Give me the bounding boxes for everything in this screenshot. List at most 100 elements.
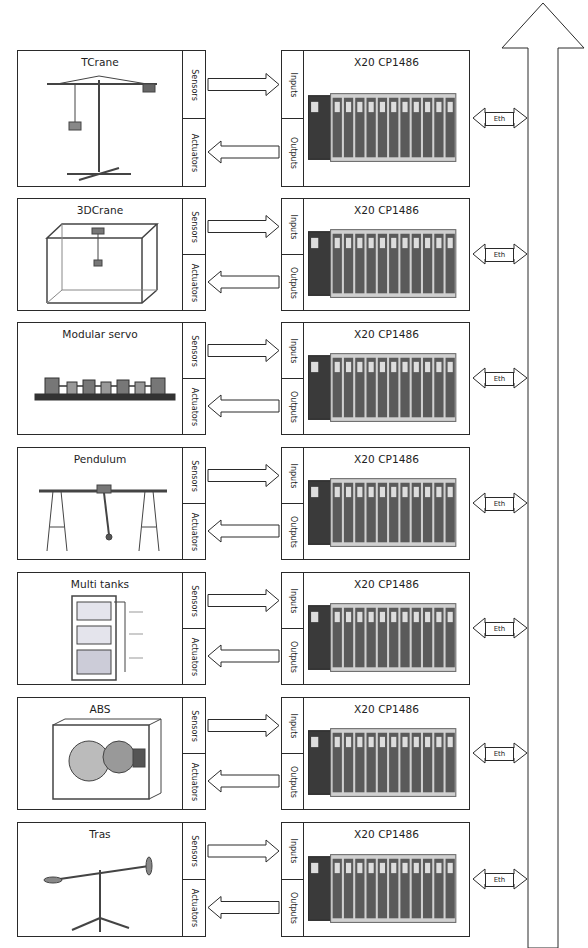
frame bbox=[53, 725, 149, 799]
sensor-strip: Sensors bbox=[182, 199, 205, 254]
strip-label: Sensors bbox=[189, 710, 199, 742]
strip-label: Inputs bbox=[288, 214, 298, 239]
controller-box: X20 CP1486InputsOutputs bbox=[281, 322, 470, 435]
plc-picture bbox=[308, 354, 456, 422]
strip-label: Outputs bbox=[288, 641, 298, 673]
strip-label: Sensors bbox=[189, 835, 199, 867]
module bbox=[83, 380, 95, 394]
frame-bottom bbox=[47, 290, 157, 303]
eth-arrow bbox=[473, 618, 527, 638]
tie bbox=[57, 76, 99, 84]
rail bbox=[35, 394, 175, 400]
strip-label: Sensors bbox=[189, 335, 199, 367]
strip-label: Inputs bbox=[288, 713, 298, 738]
output-strip: Outputs bbox=[282, 503, 304, 559]
input-strip: Inputs bbox=[282, 51, 304, 118]
signal-arrow bbox=[208, 897, 279, 919]
box-title: X20 CP1486 bbox=[304, 55, 469, 70]
eth-arrow bbox=[473, 368, 527, 388]
eth-arrow bbox=[473, 743, 527, 763]
cart bbox=[92, 228, 104, 234]
signal-arrow bbox=[208, 216, 279, 238]
rotor bbox=[44, 877, 62, 883]
strip-label: Sensors bbox=[189, 585, 199, 617]
input-strip: Inputs bbox=[282, 323, 304, 378]
base bbox=[79, 168, 119, 180]
plant-box: ABSSensorsActuators bbox=[17, 697, 206, 810]
tripod bbox=[100, 918, 129, 928]
frame bbox=[149, 793, 161, 799]
module bbox=[135, 382, 145, 394]
controller-box: X20 CP1486InputsOutputs bbox=[281, 447, 470, 560]
input-strip: Inputs bbox=[282, 823, 304, 879]
plc-picture bbox=[308, 604, 456, 672]
cart bbox=[97, 485, 111, 493]
eth-label: Eth bbox=[485, 112, 514, 126]
sensor-strip: Sensors bbox=[182, 823, 205, 879]
brace bbox=[50, 527, 64, 528]
controller-box: X20 CP1486InputsOutputs bbox=[281, 697, 470, 810]
input-strip: Inputs bbox=[282, 573, 304, 628]
servo-picture bbox=[35, 378, 175, 400]
box-title: X20 CP1486 bbox=[304, 577, 469, 592]
box-title: TCrane bbox=[18, 55, 182, 70]
strip-label: Outputs bbox=[288, 766, 298, 798]
module bbox=[45, 378, 59, 394]
output-strip: Outputs bbox=[282, 628, 304, 684]
box-title: X20 CP1486 bbox=[304, 203, 469, 218]
frame-top bbox=[47, 224, 157, 238]
strip-label: Inputs bbox=[288, 338, 298, 363]
plc-picture bbox=[308, 230, 456, 298]
module bbox=[117, 380, 129, 394]
actuator-strip: Actuators bbox=[182, 628, 205, 684]
rod bbox=[104, 493, 109, 535]
plant-box: PendulumSensorsActuators bbox=[17, 447, 206, 560]
output-strip: Outputs bbox=[282, 378, 304, 434]
strip-label: Inputs bbox=[288, 588, 298, 613]
eth-arrow bbox=[473, 869, 527, 889]
box-title: Modular servo bbox=[18, 327, 182, 342]
input-strip: Inputs bbox=[282, 199, 304, 254]
strip-label: Inputs bbox=[288, 463, 298, 488]
plant-box: Multi tanksSensorsActuators bbox=[17, 572, 206, 685]
output-strip: Outputs bbox=[282, 753, 304, 809]
box-title: X20 CP1486 bbox=[304, 702, 469, 717]
signal-arrow bbox=[208, 520, 279, 542]
input-strip: Inputs bbox=[282, 448, 304, 503]
box-title: Multi tanks bbox=[18, 577, 182, 592]
strip-label: Sensors bbox=[189, 460, 199, 492]
strip-label: Sensors bbox=[189, 211, 199, 243]
plc-picture bbox=[308, 94, 456, 162]
controller-box: X20 CP1486InputsOutputs bbox=[281, 572, 470, 685]
output-strip: Outputs bbox=[282, 879, 304, 936]
controller-box: X20 CP1486InputsOutputs bbox=[281, 822, 470, 937]
strip-label: Inputs bbox=[288, 839, 298, 864]
mast bbox=[98, 80, 100, 172]
plc-picture bbox=[308, 855, 456, 923]
strip-label: Actuators bbox=[189, 637, 199, 675]
plant-box: TCraneSensorsActuators bbox=[17, 50, 206, 187]
leg bbox=[141, 238, 143, 303]
counterweight bbox=[143, 84, 155, 92]
eth-label: Eth bbox=[485, 497, 514, 511]
actuator-strip: Actuators bbox=[182, 254, 205, 310]
tcrane-picture bbox=[47, 76, 157, 180]
actuator-strip: Actuators bbox=[182, 378, 205, 434]
signal-arrow bbox=[208, 74, 279, 96]
pendulum-picture bbox=[39, 485, 167, 551]
beam bbox=[53, 866, 149, 880]
strip-label: Outputs bbox=[288, 391, 298, 423]
3dcrane-picture bbox=[47, 224, 157, 303]
sensor-strip: Sensors bbox=[182, 698, 205, 753]
leg bbox=[47, 491, 53, 551]
signal-arrow bbox=[208, 141, 279, 163]
strip-label: Actuators bbox=[189, 387, 199, 425]
signal-arrow bbox=[208, 465, 279, 487]
plant-box: TrasSensorsActuators bbox=[17, 822, 206, 937]
leg bbox=[61, 491, 67, 551]
tick bbox=[129, 634, 143, 635]
eth-label: Eth bbox=[485, 248, 514, 262]
leg bbox=[153, 491, 159, 551]
box-title: X20 CP1486 bbox=[304, 327, 469, 342]
